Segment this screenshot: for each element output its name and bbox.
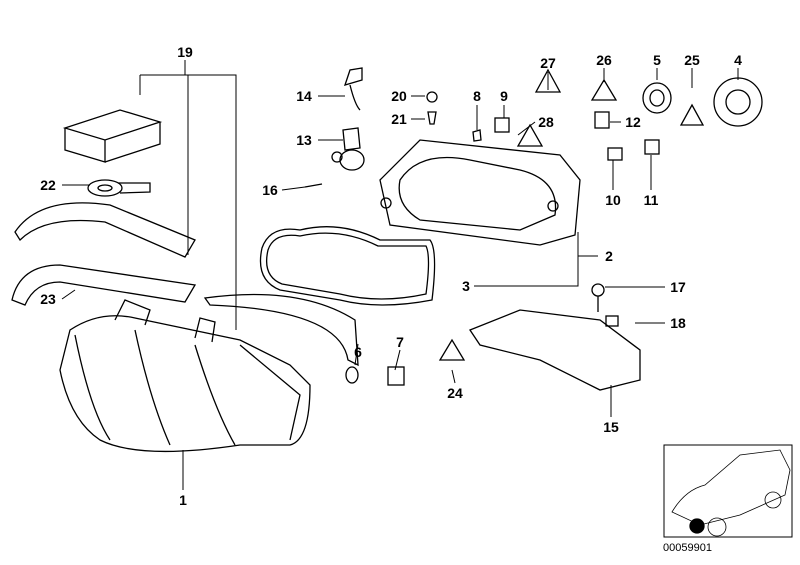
callout-13[interactable]: 13 xyxy=(296,132,312,148)
callout-16[interactable]: 16 xyxy=(262,182,278,198)
part-15-bracket xyxy=(469,309,641,391)
callout-10[interactable]: 10 xyxy=(605,192,621,208)
callout-5[interactable]: 5 xyxy=(653,52,661,68)
callout-21[interactable]: 21 xyxy=(391,111,407,127)
part-1-headlight xyxy=(59,299,311,453)
callout-3[interactable]: 3 xyxy=(462,278,470,294)
callout-26[interactable]: 26 xyxy=(596,52,612,68)
callout-24[interactable]: 24 xyxy=(447,385,463,401)
callout-9[interactable]: 9 xyxy=(500,88,508,104)
callout-8[interactable]: 8 xyxy=(473,88,481,104)
part-22-clip xyxy=(87,179,151,197)
callout-2[interactable]: 2 xyxy=(605,248,613,264)
callout-7[interactable]: 7 xyxy=(396,334,404,350)
small-parts xyxy=(304,67,763,386)
part-box xyxy=(62,109,163,163)
part-trim-strips xyxy=(11,202,359,367)
callout-25[interactable]: 25 xyxy=(684,52,700,68)
callout-28[interactable]: 28 xyxy=(538,114,554,130)
part-2-housing xyxy=(379,139,581,246)
callout-23[interactable]: 23 xyxy=(40,291,56,307)
callout-4[interactable]: 4 xyxy=(734,52,742,68)
callout-18[interactable]: 18 xyxy=(670,315,686,331)
vehicle-locator-thumbnail xyxy=(663,444,793,538)
diagram-code: 00059901 xyxy=(663,542,712,554)
callout-15[interactable]: 15 xyxy=(603,419,619,435)
callout-14[interactable]: 14 xyxy=(296,88,312,104)
callout-1[interactable]: 1 xyxy=(179,492,187,508)
leader-lines xyxy=(61,60,739,490)
callout-6[interactable]: 6 xyxy=(354,344,362,360)
callout-12[interactable]: 12 xyxy=(625,114,641,130)
callout-20[interactable]: 20 xyxy=(391,88,407,104)
callout-11[interactable]: 11 xyxy=(643,192,659,208)
callout-19[interactable]: 19 xyxy=(177,44,193,60)
callout-22[interactable]: 22 xyxy=(40,177,56,193)
callout-17[interactable]: 17 xyxy=(670,279,686,295)
callout-27[interactable]: 27 xyxy=(540,55,556,71)
part-3-gasket xyxy=(259,226,436,306)
